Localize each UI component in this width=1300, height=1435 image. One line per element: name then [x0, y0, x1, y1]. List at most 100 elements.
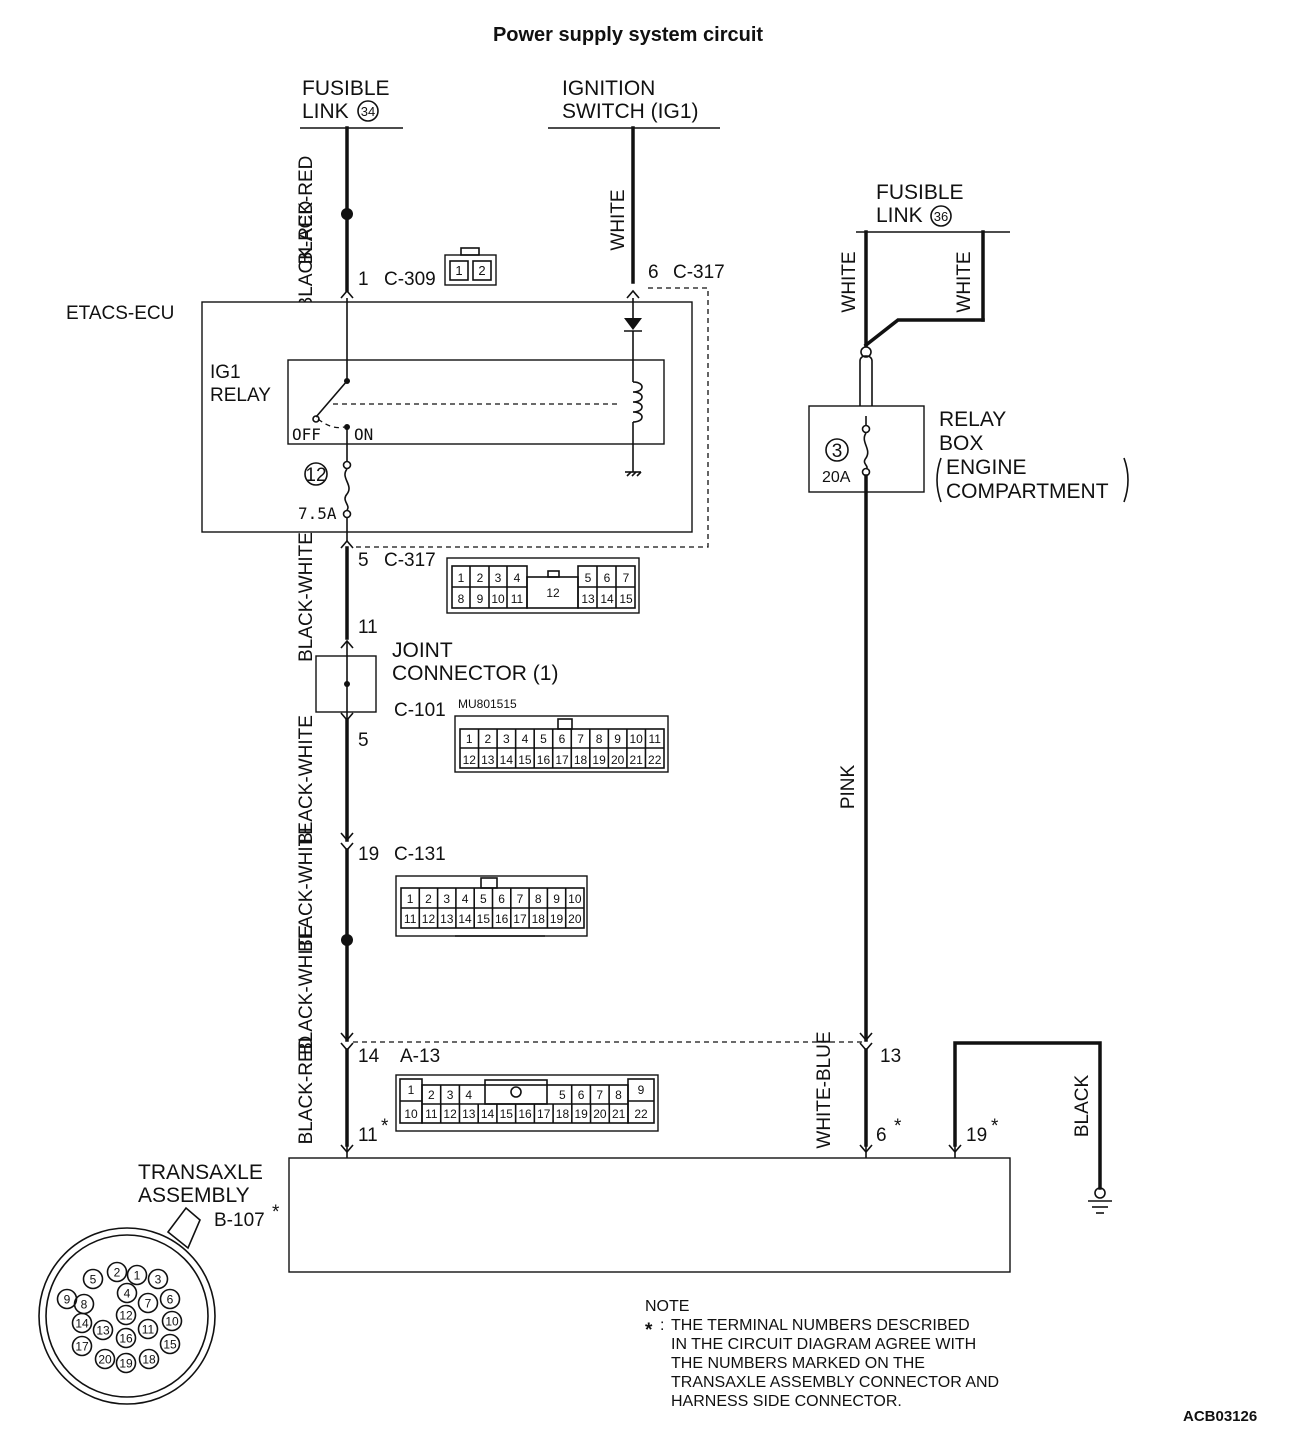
b107-pin-ring [115, 1352, 137, 1374]
c101-pin-1: 1 [466, 732, 473, 746]
splice-dot-top [341, 208, 353, 220]
a13-pin-13: 13 [462, 1107, 476, 1121]
a13-pin-4: 4 [465, 1088, 472, 1102]
c131-pin-8: 8 [535, 892, 542, 906]
a13-pin-9: 9 [638, 1083, 645, 1097]
b107-pin-17: 17 [75, 1340, 89, 1354]
fuse-12-element [344, 468, 350, 511]
b107-pin-ring [92, 1319, 114, 1341]
terminal-c317-5: 5 [358, 550, 369, 571]
fusible-link-36-label-line1: FUSIBLE [876, 181, 964, 204]
a13-pin-11: 11 [425, 1107, 438, 1121]
c131-pin-5: 5 [480, 892, 487, 906]
terminal-mark-c309 [340, 289, 354, 299]
fuse-3-rating: 20A [822, 469, 851, 486]
c131-pin-7: 7 [517, 892, 524, 906]
fuse-3-number: 3 [832, 441, 843, 462]
b107-pin-ring [116, 1282, 138, 1304]
note-line1: THE TERMINAL NUMBERS DESCRIBED [671, 1317, 970, 1334]
terminal-jc-5: 5 [358, 730, 369, 751]
c131-pin-2: 2 [425, 892, 432, 906]
fusible-link-34-number: 34 [361, 104, 375, 119]
terminal-mark-c317-5 [340, 539, 354, 549]
transaxle-label-line1: TRANSAXLE [138, 1161, 263, 1184]
connector-c131-label: C-131 [394, 844, 446, 865]
c317-pin-4: 4 [514, 571, 521, 585]
a13-pin-21: 21 [612, 1107, 626, 1121]
b107-pin-9: 9 [64, 1293, 71, 1307]
terminal-c131-19: 19 [358, 844, 379, 865]
terminal-mark-c317-6 [626, 289, 640, 299]
b107-pin-3: 3 [155, 1273, 162, 1287]
fusible-link-36-number-circle [930, 205, 952, 227]
svg-text:BLACK-RED: BLACK-RED [296, 1036, 317, 1145]
c131-pin-4: 4 [462, 892, 469, 906]
b107-pin-ring [159, 1288, 181, 1310]
c317-pin-3: 3 [495, 571, 502, 585]
relay-box-paren-right [1123, 457, 1129, 503]
b107-pin-19: 19 [119, 1357, 133, 1371]
b107-pin-4: 4 [124, 1287, 131, 1301]
note-line5: HARNESS SIDE CONNECTOR. [671, 1393, 902, 1410]
c101-pin-21: 21 [630, 753, 644, 767]
fusible-link-36-label-line2: LINK [876, 204, 923, 227]
wire-label-white-blue: WHITE-BLUE [814, 1031, 835, 1148]
a13-pin-14: 14 [481, 1107, 495, 1121]
a13-pin-16: 16 [518, 1107, 532, 1121]
terminal-mark-c131 [340, 832, 354, 842]
fuse-12-contact-top [342, 460, 352, 470]
c131-pin-3: 3 [443, 892, 450, 906]
connector-c317-face [446, 557, 640, 614]
connector-b107-face [38, 1206, 216, 1405]
a13-pin-3: 3 [447, 1088, 454, 1102]
wire-label-black: BLACK [1072, 1075, 1093, 1138]
wire-label-black-white-1: BLACK-WHITE [296, 532, 317, 662]
svg-text:BLACK-WHITE: BLACK-WHITE [296, 715, 317, 845]
connector-c309-latch [460, 247, 480, 256]
c317-pin-12: 12 [546, 586, 560, 600]
wire-label-black-white-4: BLACK-WHITE [296, 925, 317, 1055]
wire-black-ground [953, 1041, 1102, 1190]
c131-pin-15: 15 [477, 912, 491, 926]
b107-pin-ring [161, 1310, 183, 1332]
terminal-a13-14: 14 [358, 1046, 380, 1067]
b107-pin-11: 11 [142, 1323, 155, 1337]
connector-c131-face [395, 875, 588, 937]
fusible-link-34-number-circle [357, 100, 379, 122]
terminal-b107-11: 11 [358, 1125, 378, 1146]
connector-c101-face [454, 715, 669, 773]
b107-pin-7: 7 [145, 1297, 152, 1311]
a13-pin-2: 2 [428, 1088, 435, 1102]
c131-pin-11: 11 [404, 912, 417, 926]
connector-c309-label: C-309 [384, 269, 436, 290]
c101-pin-3: 3 [503, 732, 510, 746]
coil-ground-3 [631, 471, 637, 477]
relay-off-label: OFF [292, 425, 321, 444]
wire-label-white-ig1: WHITE [608, 189, 629, 250]
svg-text:BLACK-WHITE: BLACK-WHITE [296, 925, 317, 1055]
c101-pin-15: 15 [518, 753, 532, 767]
transaxle-connector-star: * [272, 1202, 280, 1223]
connector-c101-label: C-101 [394, 700, 446, 721]
terminal-b107-6-star: * [894, 1116, 902, 1137]
etacs-ecu-label: ETACS-ECU [66, 303, 174, 324]
c317-pin-8: 8 [458, 592, 465, 606]
connector-c309-pin-1: 1 [455, 263, 462, 278]
c101-pin-16: 16 [537, 753, 551, 767]
wire-label-black-white-2: BLACK-WHITE [296, 715, 317, 845]
wire-label-black-white-3: BLACK-WHITE [296, 822, 317, 952]
b107-pin-ring [94, 1348, 116, 1370]
b107-pin-ring [137, 1292, 159, 1314]
svg-text:WHITE: WHITE [954, 251, 975, 312]
terminal-b107-6: 6 [876, 1125, 887, 1146]
c101-pin-17: 17 [555, 753, 569, 767]
ignition-switch-label-line1: IGNITION [562, 77, 655, 100]
c317-pin-11: 11 [511, 592, 524, 606]
c101-pin-20: 20 [611, 753, 625, 767]
relay-box-paren-left [936, 457, 942, 503]
c131-pin-19: 19 [550, 912, 564, 926]
b107-pin-ring [106, 1261, 128, 1283]
